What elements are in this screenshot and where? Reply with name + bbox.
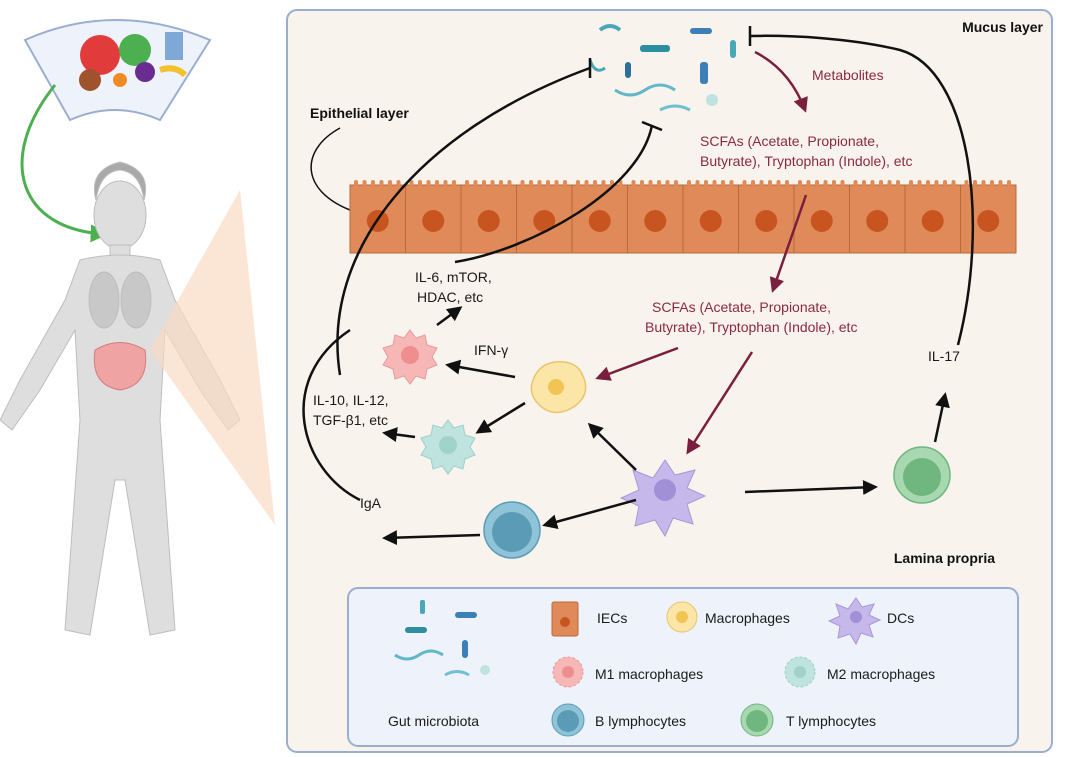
legend-m1-icon bbox=[552, 656, 584, 688]
legend-b-icon bbox=[551, 703, 585, 737]
epithelial-pointer bbox=[310, 127, 351, 211]
il6-label-line1: IL-6, mTOR, bbox=[415, 269, 492, 285]
legend-iecs: IECs bbox=[597, 610, 627, 626]
legend-iec-icon bbox=[551, 601, 579, 637]
il10-inhibit-curve bbox=[336, 66, 591, 376]
epithelial-cell bbox=[627, 180, 684, 254]
metabolite-arrow-1 bbox=[754, 50, 808, 113]
epithelial-cell bbox=[738, 180, 795, 254]
legend-macrophage-icon bbox=[666, 601, 698, 633]
legend-t-icon bbox=[740, 703, 774, 737]
legend-microbiota-icon bbox=[394, 600, 490, 677]
scfas-top-line2: Butyrate), Tryptophan (Indole), etc bbox=[700, 153, 912, 169]
scfas-top-line1: SCFAs (Acetate, Propionate, bbox=[700, 133, 879, 149]
epithelial-cell bbox=[960, 180, 1017, 254]
black-arrows bbox=[302, 26, 975, 546]
epithelial-cell bbox=[460, 180, 517, 254]
scfas-mid-line2: Butyrate), Tryptophan (Indole), etc bbox=[645, 319, 857, 335]
m1-macrophage bbox=[382, 329, 438, 385]
il10-label-line2: TGF-β1, etc bbox=[313, 412, 388, 428]
legend: Gut microbiota IECs Macrophages DCs M1 m… bbox=[347, 587, 1019, 747]
legend-b-lymphocytes: B lymphocytes bbox=[595, 713, 686, 729]
epithelial-cell bbox=[793, 180, 850, 254]
macrophage bbox=[530, 361, 587, 414]
legend-m1: M1 macrophages bbox=[595, 666, 703, 682]
epithelial-cell bbox=[405, 180, 462, 254]
metabolite-arrow-4 bbox=[686, 351, 754, 455]
legend-m2: M2 macrophages bbox=[827, 666, 935, 682]
m2-macrophage bbox=[420, 419, 476, 475]
food-fan-panel bbox=[23, 19, 212, 122]
metabolites-label: Metabolites bbox=[812, 67, 884, 83]
legend-gut-microbiota: Gut microbiota bbox=[388, 713, 479, 729]
microbiota-cluster bbox=[588, 24, 736, 112]
metabolite-arrow-3 bbox=[595, 346, 679, 381]
lamina-propria-label: Lamina propria bbox=[894, 550, 995, 566]
zoom-wedge bbox=[150, 190, 275, 525]
metabolite-arrow-2 bbox=[769, 194, 808, 293]
iga-label: IgA bbox=[360, 495, 382, 511]
epithelial-cell bbox=[349, 180, 406, 254]
epithelial-cell bbox=[682, 180, 739, 254]
mucus-layer-label: Mucus layer bbox=[962, 19, 1043, 35]
food-icon bbox=[79, 32, 188, 91]
il17-label: IL-17 bbox=[928, 348, 960, 364]
legend-t-lymphocytes: T lymphocytes bbox=[786, 713, 876, 729]
il17-inhibit-curve bbox=[749, 34, 975, 346]
ifn-label: IFN-γ bbox=[474, 342, 508, 358]
t-lymphocyte bbox=[893, 446, 951, 504]
legend-m2-icon bbox=[784, 656, 816, 688]
legend-dcs: DCs bbox=[887, 610, 914, 626]
epithelial-cell bbox=[849, 180, 906, 254]
epithelial-cell bbox=[571, 180, 628, 254]
dendritic-cell bbox=[619, 459, 707, 538]
il10-label-line1: IL-10, IL-12, bbox=[313, 392, 389, 408]
human-figure-group bbox=[0, 19, 275, 636]
epithelium bbox=[349, 180, 1017, 254]
ingestion-arrow bbox=[20, 84, 109, 243]
iga-curve bbox=[302, 328, 361, 502]
epithelial-layer-label: Epithelial layer bbox=[310, 105, 409, 121]
il6-inhibit-curve bbox=[454, 124, 654, 264]
il6-label-line2: HDAC, etc bbox=[417, 289, 483, 305]
epithelial-cell bbox=[904, 180, 961, 254]
scfas-mid-line1: SCFAs (Acetate, Propionate, bbox=[652, 299, 831, 315]
legend-macrophages: Macrophages bbox=[705, 610, 790, 626]
b-lymphocyte bbox=[483, 501, 541, 559]
legend-dc-icon bbox=[827, 597, 882, 646]
